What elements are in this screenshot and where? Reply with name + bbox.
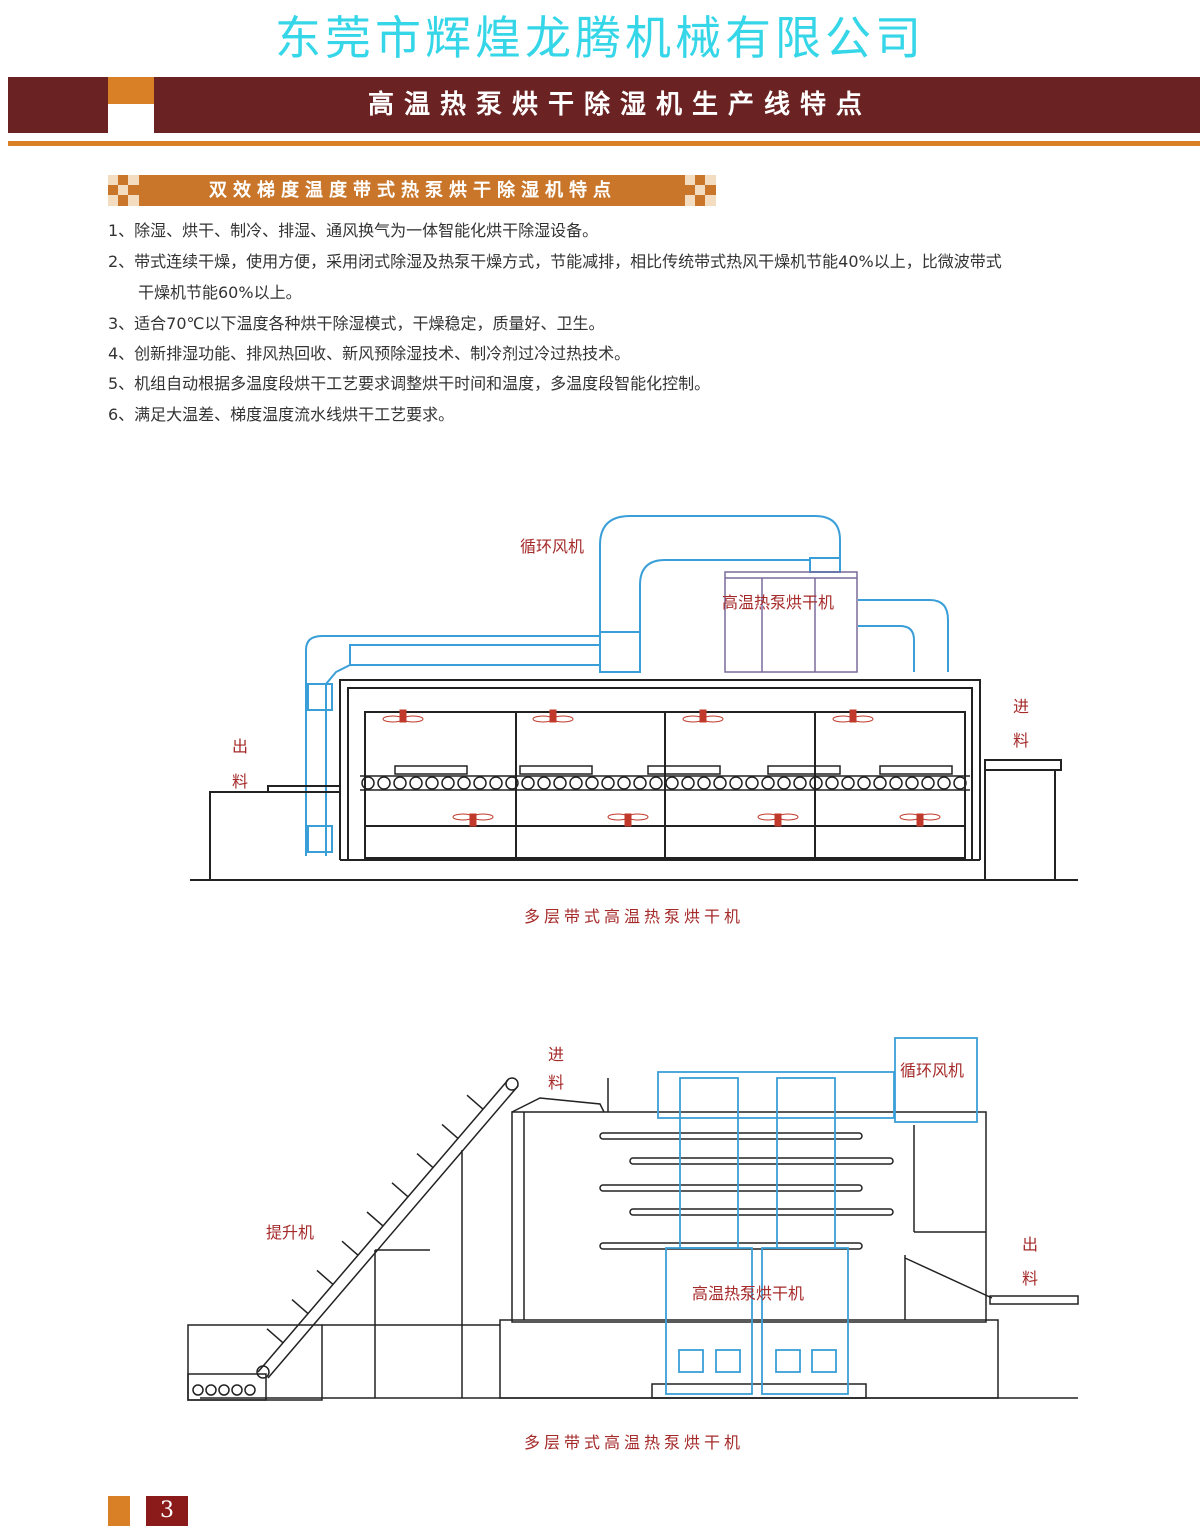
roller [841, 776, 855, 790]
roller [953, 776, 967, 790]
elevator-slat [291, 1299, 309, 1315]
elevator-slat [266, 1328, 284, 1344]
roller [761, 776, 775, 790]
roller [205, 1384, 217, 1396]
roller [425, 776, 439, 790]
belt-dryer-diagram-2: 进 料 循环风机 提升机 出 料 高温热泵烘干机 [187, 1037, 1079, 1401]
company-name: 东莞市辉煌龙腾机械有限公司 [275, 11, 925, 65]
roller [729, 776, 743, 790]
roller [665, 776, 679, 790]
roller [873, 776, 887, 790]
roller [649, 776, 663, 790]
roller [937, 776, 951, 790]
feature-item: 6、满足大温差、梯度温度流水线烘干工艺要求。 [108, 405, 455, 424]
roller [361, 776, 375, 790]
roller [793, 776, 807, 790]
outlet-label-1: 出 [1022, 1235, 1038, 1254]
checker-right-icon [685, 175, 716, 206]
roller [713, 776, 727, 790]
roller [745, 776, 759, 790]
feature-item: 5、机组自动根据多温度段烘干工艺要求调整烘干时间和温度，多温度段智能化控制。 [108, 374, 711, 393]
roller [809, 776, 823, 790]
roller [777, 776, 791, 790]
roller [633, 776, 647, 790]
roller [393, 776, 407, 790]
roller [521, 776, 535, 790]
elevator-slat [466, 1094, 484, 1110]
roller [921, 776, 935, 790]
checker-left-icon [108, 175, 139, 206]
outlet-label-2: 料 [232, 772, 248, 791]
roller [231, 1384, 243, 1396]
page-number: 3 [146, 1496, 188, 1526]
roller [505, 776, 519, 790]
elevator-slat [316, 1269, 334, 1285]
title-banner [8, 77, 1200, 133]
roller [489, 776, 503, 790]
belt-dryer-diagram-1: 循环风机 高温热泵烘干机 进 料 出 料 [190, 515, 1078, 881]
elevator-slat [366, 1211, 384, 1227]
fan-label: 循环风机 [520, 537, 584, 556]
page-accent-block [108, 1496, 130, 1526]
shelf-belt [629, 1208, 894, 1216]
roller [409, 776, 423, 790]
elevator-slat [416, 1153, 434, 1169]
roller [905, 776, 919, 790]
heat-pump-unit [724, 571, 858, 673]
inlet-label-1: 进 [548, 1045, 564, 1064]
roller [585, 776, 599, 790]
roller [377, 776, 391, 790]
roller [192, 1384, 204, 1396]
section-title: 双效梯度温度带式热泵烘干除湿机特点 [209, 180, 617, 201]
page-title: 高温热泵烘干除湿机生产线特点 [367, 90, 872, 120]
roller [537, 776, 551, 790]
unit-label: 高温热泵烘干机 [722, 593, 834, 612]
banner-accent-notch [108, 104, 154, 133]
roller [825, 776, 839, 790]
shelf-belt [599, 1242, 863, 1250]
elevator-slat [391, 1182, 409, 1198]
roller [601, 776, 615, 790]
roller [697, 776, 711, 790]
outlet-label-1: 出 [232, 737, 248, 756]
feature-item: 3、适合70℃以下温度各种烘干除湿模式，干燥稳定，质量好、卫生。 [108, 314, 605, 333]
roller [244, 1384, 256, 1396]
feature-item: 1、除湿、烘干、制冷、排湿、通风换气为一体智能化烘干除湿设备。 [108, 221, 599, 240]
roller [857, 776, 871, 790]
unit-label: 高温热泵烘干机 [692, 1284, 804, 1303]
banner-accent-block [108, 77, 154, 104]
elevator-label: 提升机 [266, 1223, 314, 1242]
roller [569, 776, 583, 790]
header-divider [8, 141, 1200, 146]
fan-label: 循环风机 [900, 1061, 964, 1080]
roller [889, 776, 903, 790]
roller [473, 776, 487, 790]
roller [457, 776, 471, 790]
diagram-caption: 多层带式高温热泵烘干机 [523, 1433, 744, 1452]
feature-item: 4、创新排湿功能、排风热回收、新风预除湿技术、制冷剂过冷过热技术。 [108, 344, 631, 363]
elevator-slat [341, 1240, 359, 1256]
outlet-label-2: 料 [1022, 1269, 1038, 1288]
shelf-belt [629, 1157, 894, 1165]
inlet-label-1: 进 [1013, 697, 1029, 716]
section-heading-bar [108, 175, 716, 206]
roller [681, 776, 695, 790]
roller [441, 776, 455, 790]
shelf-belt [599, 1132, 863, 1140]
conveyor-belt [360, 765, 970, 791]
roller [218, 1384, 230, 1396]
diagram-caption: 多层带式高温热泵烘干机 [523, 907, 744, 926]
inlet-label-2: 料 [1013, 731, 1029, 750]
feature-item-continued: 干燥机节能60%以上。 [138, 283, 302, 302]
roller [617, 776, 631, 790]
inlet-label-2: 料 [548, 1073, 564, 1092]
roller [553, 776, 567, 790]
elevator-slat [441, 1123, 459, 1139]
shelf-belt [599, 1184, 863, 1192]
feature-item: 2、带式连续干燥，使用方便，采用闭式除湿及热泵干燥方式，节能减排，相比传统带式热… [108, 252, 1002, 271]
fan-icons [382, 709, 941, 827]
